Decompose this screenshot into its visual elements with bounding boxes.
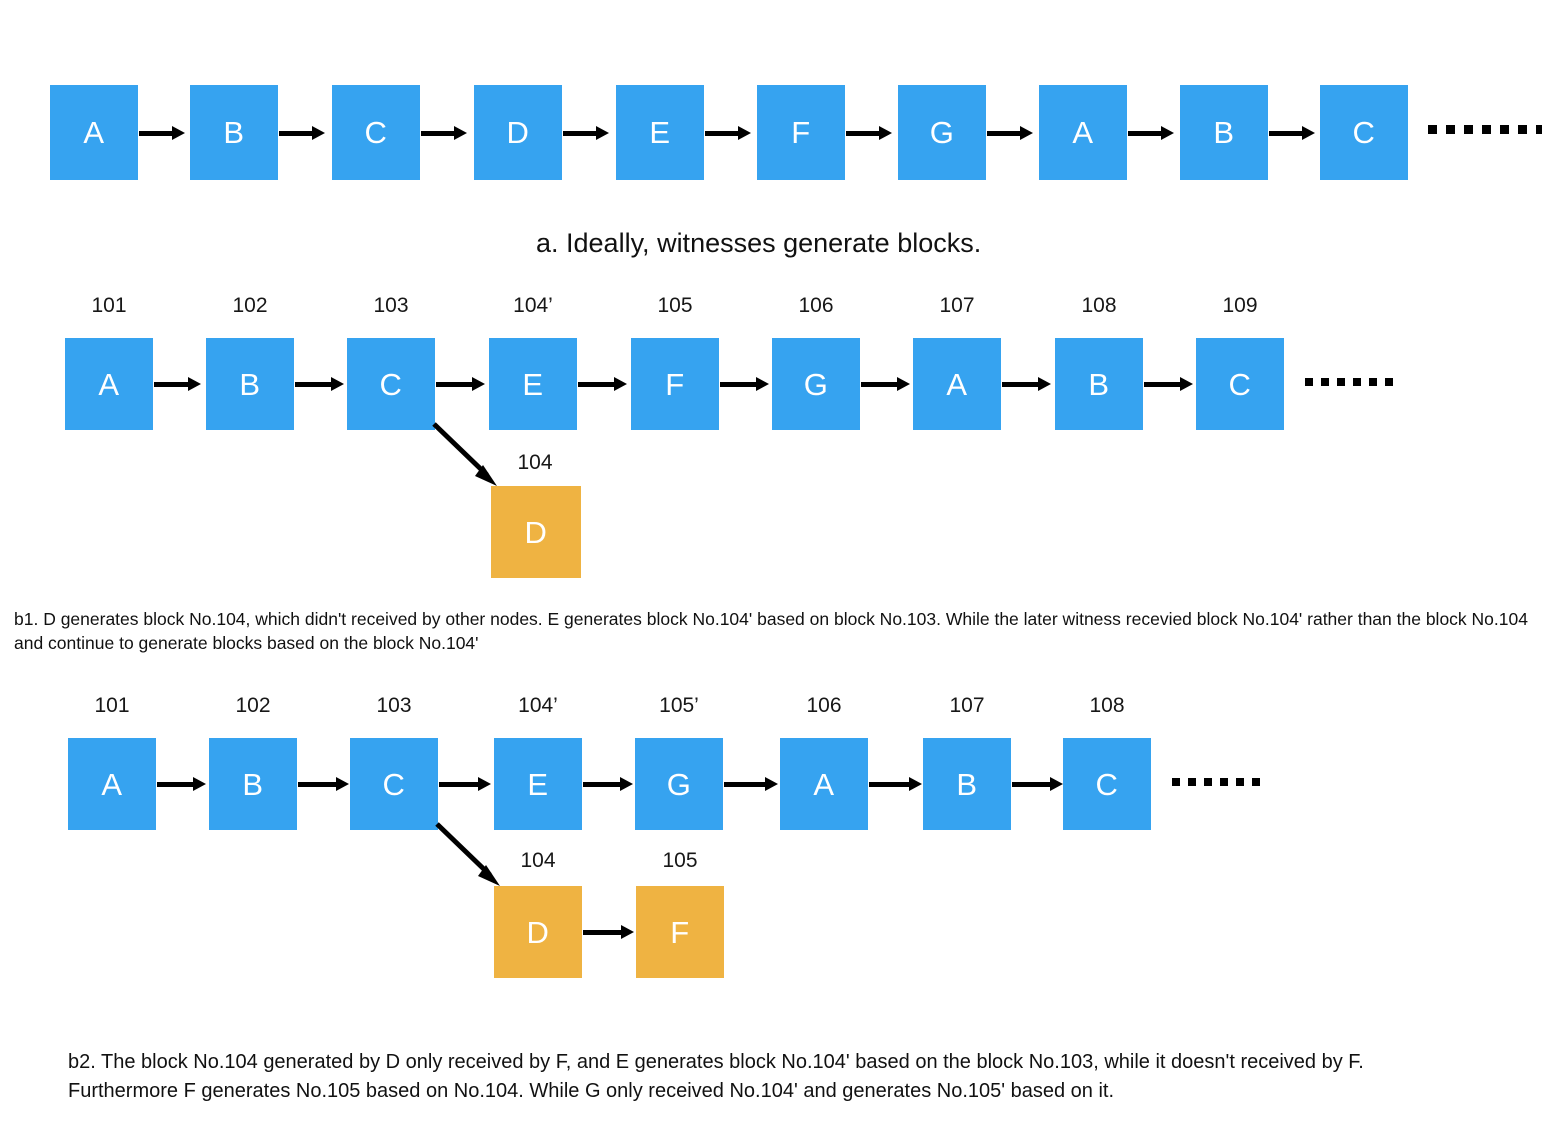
index-b1-fork-104: 104 (517, 451, 553, 474)
block-b2-101[interactable]: A (68, 738, 156, 830)
block-b1-108[interactable]: B (1055, 338, 1143, 430)
arrow-b1-106-107 (861, 377, 911, 391)
block-b1-106[interactable]: G (772, 338, 860, 430)
caption-b2-line1: b2. The block No.104 generated by D only… (68, 1051, 1364, 1073)
block-b2-105p[interactable]: G (635, 738, 723, 830)
arrow-b2-101-102 (157, 777, 207, 791)
index-b2-fork-104: 104 (520, 849, 556, 872)
index-b1-103: 103 (373, 294, 409, 317)
block-b1-105[interactable]: F (631, 338, 719, 430)
arrow-b1-102-103 (295, 377, 345, 391)
block-b1-fork-104[interactable]: D (491, 486, 581, 578)
ellipsis-row-b2 (1172, 778, 1260, 786)
arrow-a6-a7 (846, 126, 892, 140)
arrow-b1-105-106 (720, 377, 770, 391)
arrow-b1-101-102 (154, 377, 202, 391)
arrow-b1-108-109 (1144, 377, 1194, 391)
arrow-b1-104p-105 (578, 377, 628, 391)
block-b2-104p[interactable]: E (494, 738, 582, 830)
arrow-b2-103-104p (439, 777, 492, 791)
block-b1-101[interactable]: A (65, 338, 153, 430)
index-b1-107: 107 (939, 294, 975, 317)
arrow-b2-105p-106 (724, 777, 779, 791)
arrow-a8-a9 (1128, 126, 1174, 140)
arrow-a7-a8 (987, 126, 1033, 140)
caption-b2-line2: Furthermore F generates No.105 based on … (68, 1080, 1115, 1102)
arrow-b2-fork-104-105 (583, 925, 635, 939)
block-a1[interactable]: A (50, 85, 138, 180)
index-b2-101: 101 (94, 694, 130, 717)
index-b2-104p: 104’ (518, 694, 558, 717)
index-b2-107: 107 (949, 694, 985, 717)
index-b2-103: 103 (376, 694, 412, 717)
block-a8[interactable]: A (1039, 85, 1127, 180)
index-b1-108: 108 (1081, 294, 1117, 317)
index-b1-101: 101 (91, 294, 127, 317)
block-b2-102[interactable]: B (209, 738, 297, 830)
ellipsis-row-ideal (1428, 125, 1542, 134)
block-a9[interactable]: B (1180, 85, 1268, 180)
fork-arrow-b2 (435, 822, 500, 886)
index-b2-fork-105: 105 (662, 849, 698, 872)
arrow-a3-a4 (421, 126, 467, 140)
block-b1-102[interactable]: B (206, 338, 294, 430)
block-b2-107[interactable]: B (923, 738, 1011, 830)
arrow-a5-a6 (705, 126, 751, 140)
arrow-b2-107-108 (1012, 777, 1064, 791)
block-a3[interactable]: C (332, 85, 420, 180)
arrow-a9-a10 (1269, 126, 1315, 140)
block-a7[interactable]: G (898, 85, 986, 180)
index-b1-102: 102 (232, 294, 268, 317)
arrow-a2-a3 (279, 126, 325, 140)
arrow-b2-104p-105p (583, 777, 634, 791)
index-b2-105p: 105’ (659, 694, 699, 717)
arrow-b1-103-104p (436, 377, 486, 391)
caption-b1-line1: b1. D generates block No.104, which didn… (14, 609, 1528, 629)
block-b1-103[interactable]: C (347, 338, 435, 430)
ellipsis-row-b1 (1305, 378, 1393, 386)
arrow-a4-a5 (563, 126, 609, 140)
index-b2-106: 106 (806, 694, 842, 717)
block-a2[interactable]: B (190, 85, 278, 180)
fork-arrow-b1 (432, 422, 497, 486)
index-b1-109: 109 (1222, 294, 1258, 317)
block-b2-103[interactable]: C (350, 738, 438, 830)
block-a4[interactable]: D (474, 85, 562, 180)
arrow-a1-a2 (139, 126, 185, 140)
index-b1-104p: 104’ (513, 294, 553, 317)
index-b2-108: 108 (1089, 694, 1125, 717)
caption-b1-line2: and continue to generate blocks based on… (14, 633, 479, 653)
caption-a: a. Ideally, witnesses generate blocks. (536, 228, 982, 258)
arrow-b1-107-108 (1002, 377, 1052, 391)
block-b2-108[interactable]: C (1063, 738, 1151, 830)
arrow-b2-106-107 (869, 777, 923, 791)
index-b2-102: 102 (235, 694, 271, 717)
index-b1-105: 105 (657, 294, 693, 317)
block-a10[interactable]: C (1320, 85, 1408, 180)
arrow-b2-102-103 (298, 777, 350, 791)
block-b2-106[interactable]: A (780, 738, 868, 830)
index-b1-106: 106 (798, 294, 834, 317)
block-a6[interactable]: F (757, 85, 845, 180)
block-b1-109[interactable]: C (1196, 338, 1284, 430)
block-b1-107[interactable]: A (913, 338, 1001, 430)
block-a5[interactable]: E (616, 85, 704, 180)
block-b2-fork-104[interactable]: D (494, 886, 582, 978)
block-b2-fork-105[interactable]: F (636, 886, 724, 978)
block-b1-104p[interactable]: E (489, 338, 577, 430)
